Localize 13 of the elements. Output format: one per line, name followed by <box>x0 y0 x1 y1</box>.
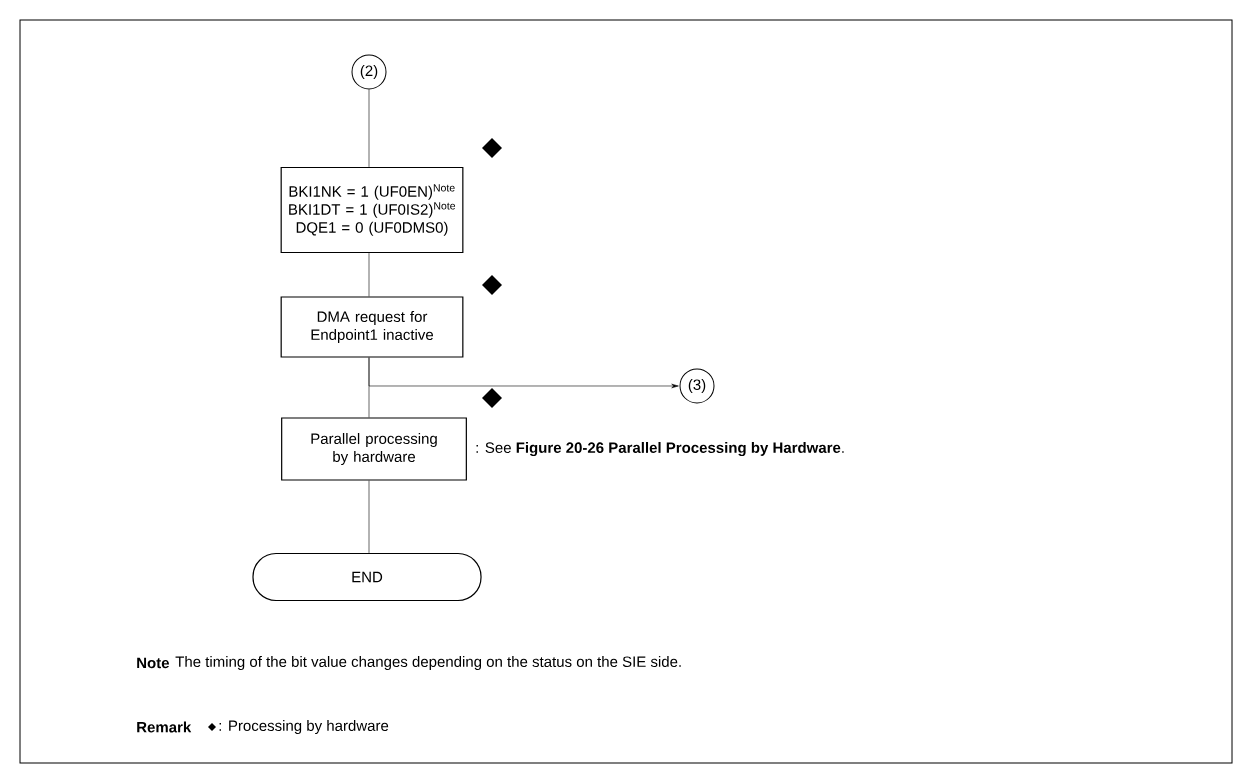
remark-heading: Remark <box>137 721 192 733</box>
process-box: BKI1NK = 1 (UF0EN)$^{Note}$ BKI1DT = 1 (UF0IS2)$^{Note}$ DQE1 = 0 (UF0DMS0) <box>280 166 464 254</box>
note-text: The timing of the bit value changes depending on the status on the SIE side. <box>175 656 681 670</box>
note-heading: Note <box>137 657 170 669</box>
process-box: Parallel processing by hardware <box>281 417 467 481</box>
connector-line <box>368 357 679 389</box>
connector-line <box>368 252 370 297</box>
connector-line <box>368 89 370 168</box>
reference-note: : See Figure 20-26 Parallel Processing by Hardware. <box>476 441 844 456</box>
connector-line <box>368 480 370 554</box>
process-box: DMA request for Endpoint1 inactive <box>280 296 464 358</box>
legend-text: : Processing by hardware <box>219 720 389 734</box>
terminator-box: END <box>252 552 482 602</box>
